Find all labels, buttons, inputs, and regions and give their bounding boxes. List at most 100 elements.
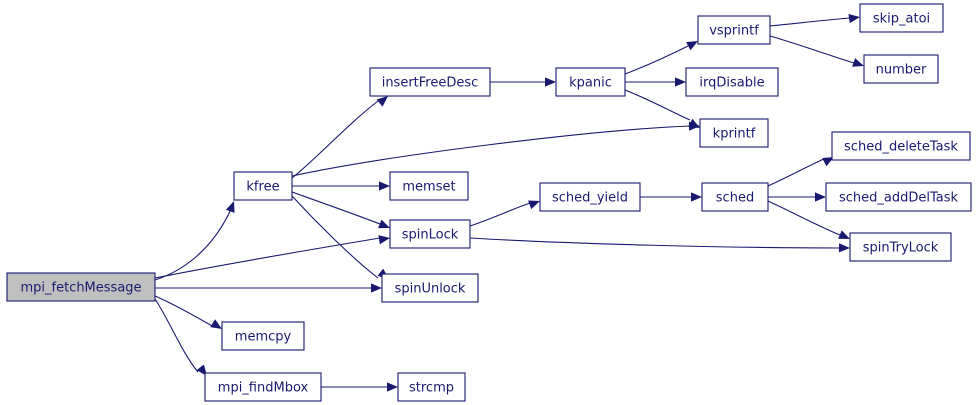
edge-vsprintf-to-skip_atoi (769, 17, 851, 27)
nodes-layer: mpi_fetchMessage kfree memcpy mpi_findMbox s… (6, 3, 972, 402)
node-sched[interactable]: sched (701, 182, 769, 212)
arrowhead-insertFreeDesc-to-kpanic (545, 77, 556, 87)
edge-kfree-to-insertFreeDesc (291, 100, 379, 179)
node-label-kprintf: kprintf (713, 127, 756, 142)
node-box-strcmp[interactable] (397, 372, 466, 402)
node-label-spinUnlock: spinUnlock (395, 282, 466, 297)
node-label-vsprintf: vsprintf (709, 24, 759, 39)
node-box-vsprintf[interactable] (697, 15, 771, 45)
node-spinLock[interactable]: spinLock (389, 219, 471, 249)
node-label-irqDisable: irqDisable (699, 76, 764, 91)
node-box-sched[interactable] (701, 182, 769, 212)
node-label-number: number (876, 63, 927, 78)
edge-kfree-to-spinLock (291, 191, 381, 225)
arrowhead-vsprintf-to-skip_atoi (848, 13, 860, 24)
node-insertFreeDesc[interactable]: insertFreeDesc (369, 67, 491, 97)
edge-spinLock-to-spinTryLock (469, 237, 841, 249)
node-box-sched_deleteTask[interactable] (831, 131, 971, 161)
arrowhead-kpanic-to-vsprintf (686, 41, 698, 51)
node-label-spinLock: spinLock (402, 228, 459, 243)
node-sched_addDelTask[interactable]: sched_addDelTask (825, 182, 972, 212)
arrowhead-kfree-to-memset (379, 181, 390, 191)
node-label-spinTryLock: spinTryLock (863, 241, 939, 256)
arrowhead-spinLock-to-sched_yield (528, 200, 540, 210)
node-memset[interactable]: memset (389, 171, 469, 201)
node-label-skip_atoi: skip_atoi (873, 12, 930, 27)
edge-mpi_fetchMessage-to-spinLock (154, 237, 381, 279)
node-label-memcpy: memcpy (235, 330, 292, 345)
node-kprintf[interactable]: kprintf (699, 118, 769, 148)
arrowhead-kfree-to-insertFreeDesc (376, 96, 388, 107)
node-irqDisable[interactable]: irqDisable (685, 67, 779, 97)
arrowhead-mpi_fetchMessage-to-spinUnlock (371, 283, 382, 293)
node-box-spinLock[interactable] (389, 219, 471, 249)
node-kfree[interactable]: kfree (233, 171, 293, 201)
arrowhead-mpi_fetchMessage-to-mpi_findMbox (196, 364, 207, 376)
edge-kfree-to-kprintf (291, 125, 691, 177)
node-label-mpi_fetchMessage: mpi_fetchMessage (20, 281, 141, 296)
node-label-kpanic: kpanic (569, 76, 612, 91)
node-label-insertFreeDesc: insertFreeDesc (382, 76, 479, 91)
node-vsprintf[interactable]: vsprintf (697, 15, 771, 45)
node-spinTryLock[interactable]: spinTryLock (849, 232, 952, 262)
node-sched_yield[interactable]: sched_yield (539, 182, 641, 212)
node-label-kfree: kfree (246, 180, 279, 195)
arrowhead-sched-to-sched_deleteTask (822, 157, 834, 167)
edges-layer (154, 17, 855, 388)
node-label-sched_addDelTask: sched_addDelTask (839, 191, 959, 206)
node-box-kpanic[interactable] (555, 67, 626, 97)
node-sched_deleteTask[interactable]: sched_deleteTask (831, 131, 971, 161)
edge-kpanic-to-vsprintf (624, 45, 689, 75)
arrowhead-kpanic-to-kprintf (688, 118, 700, 128)
node-box-sched_addDelTask[interactable] (825, 182, 972, 212)
node-box-mpi_fetchMessage[interactable] (6, 272, 156, 302)
arrowhead-vsprintf-to-number (852, 58, 864, 67)
edge-mpi_fetchMessage-to-memcpy (154, 295, 215, 328)
node-box-memset[interactable] (389, 171, 469, 201)
node-box-spinUnlock[interactable] (381, 273, 479, 303)
node-box-spinTryLock[interactable] (849, 232, 952, 262)
node-mpi_fetchMessage[interactable]: mpi_fetchMessage (6, 272, 156, 302)
arrowhead-mpi_fetchMessage-to-spinLock (378, 235, 390, 245)
node-box-irqDisable[interactable] (685, 67, 779, 97)
edge-sched-to-spinTryLock (767, 200, 841, 236)
arrowhead-kpanic-to-irqDisable (675, 77, 686, 87)
arrowhead-sched-to-sched_addDelTask (815, 192, 826, 202)
edge-mpi_fetchMessage-to-kfree (154, 206, 233, 281)
node-box-mpi_findMbox[interactable] (204, 372, 322, 402)
node-kpanic[interactable]: kpanic (555, 67, 626, 97)
arrowhead-sched-to-spinTryLock (838, 230, 850, 239)
edge-mpi_fetchMessage-to-mpi_findMbox (154, 298, 199, 373)
node-box-kfree[interactable] (233, 171, 293, 201)
node-memcpy[interactable]: memcpy (221, 321, 305, 351)
node-strcmp[interactable]: strcmp (397, 372, 466, 402)
arrowhead-spinLock-to-spinTryLock (838, 243, 850, 253)
node-box-skip_atoi[interactable] (859, 3, 944, 33)
node-label-sched: sched (716, 191, 754, 206)
node-number[interactable]: number (863, 54, 939, 84)
edge-vsprintf-to-number (769, 35, 855, 64)
node-box-sched_yield[interactable] (539, 182, 641, 212)
edge-spinLock-to-sched_yield (469, 202, 531, 227)
node-label-sched_yield: sched_yield (552, 191, 628, 206)
node-label-memset: memset (402, 180, 455, 195)
node-box-number[interactable] (863, 54, 939, 84)
edge-kfree-to-spinUnlock (291, 195, 379, 279)
node-spinUnlock[interactable]: spinUnlock (381, 273, 479, 303)
node-box-insertFreeDesc[interactable] (369, 67, 491, 97)
node-mpi_findMbox[interactable]: mpi_findMbox (204, 372, 322, 402)
node-label-sched_deleteTask: sched_deleteTask (844, 140, 958, 155)
arrowhead-sched_yield-to-sched (691, 192, 702, 202)
edge-sched-to-sched_deleteTask (767, 157, 827, 187)
arrowhead-kfree-to-spinLock (378, 219, 390, 229)
node-box-memcpy[interactable] (221, 321, 305, 351)
node-skip_atoi[interactable]: skip_atoi (859, 3, 944, 33)
edge-kpanic-to-kprintf (624, 89, 691, 121)
node-label-strcmp: strcmp (409, 381, 454, 396)
arrowhead-mpi_findMbox-to-strcmp (387, 382, 398, 392)
arrowheads-layer (196, 13, 864, 392)
node-box-kprintf[interactable] (699, 118, 769, 148)
node-label-mpi_findMbox: mpi_findMbox (218, 381, 309, 396)
